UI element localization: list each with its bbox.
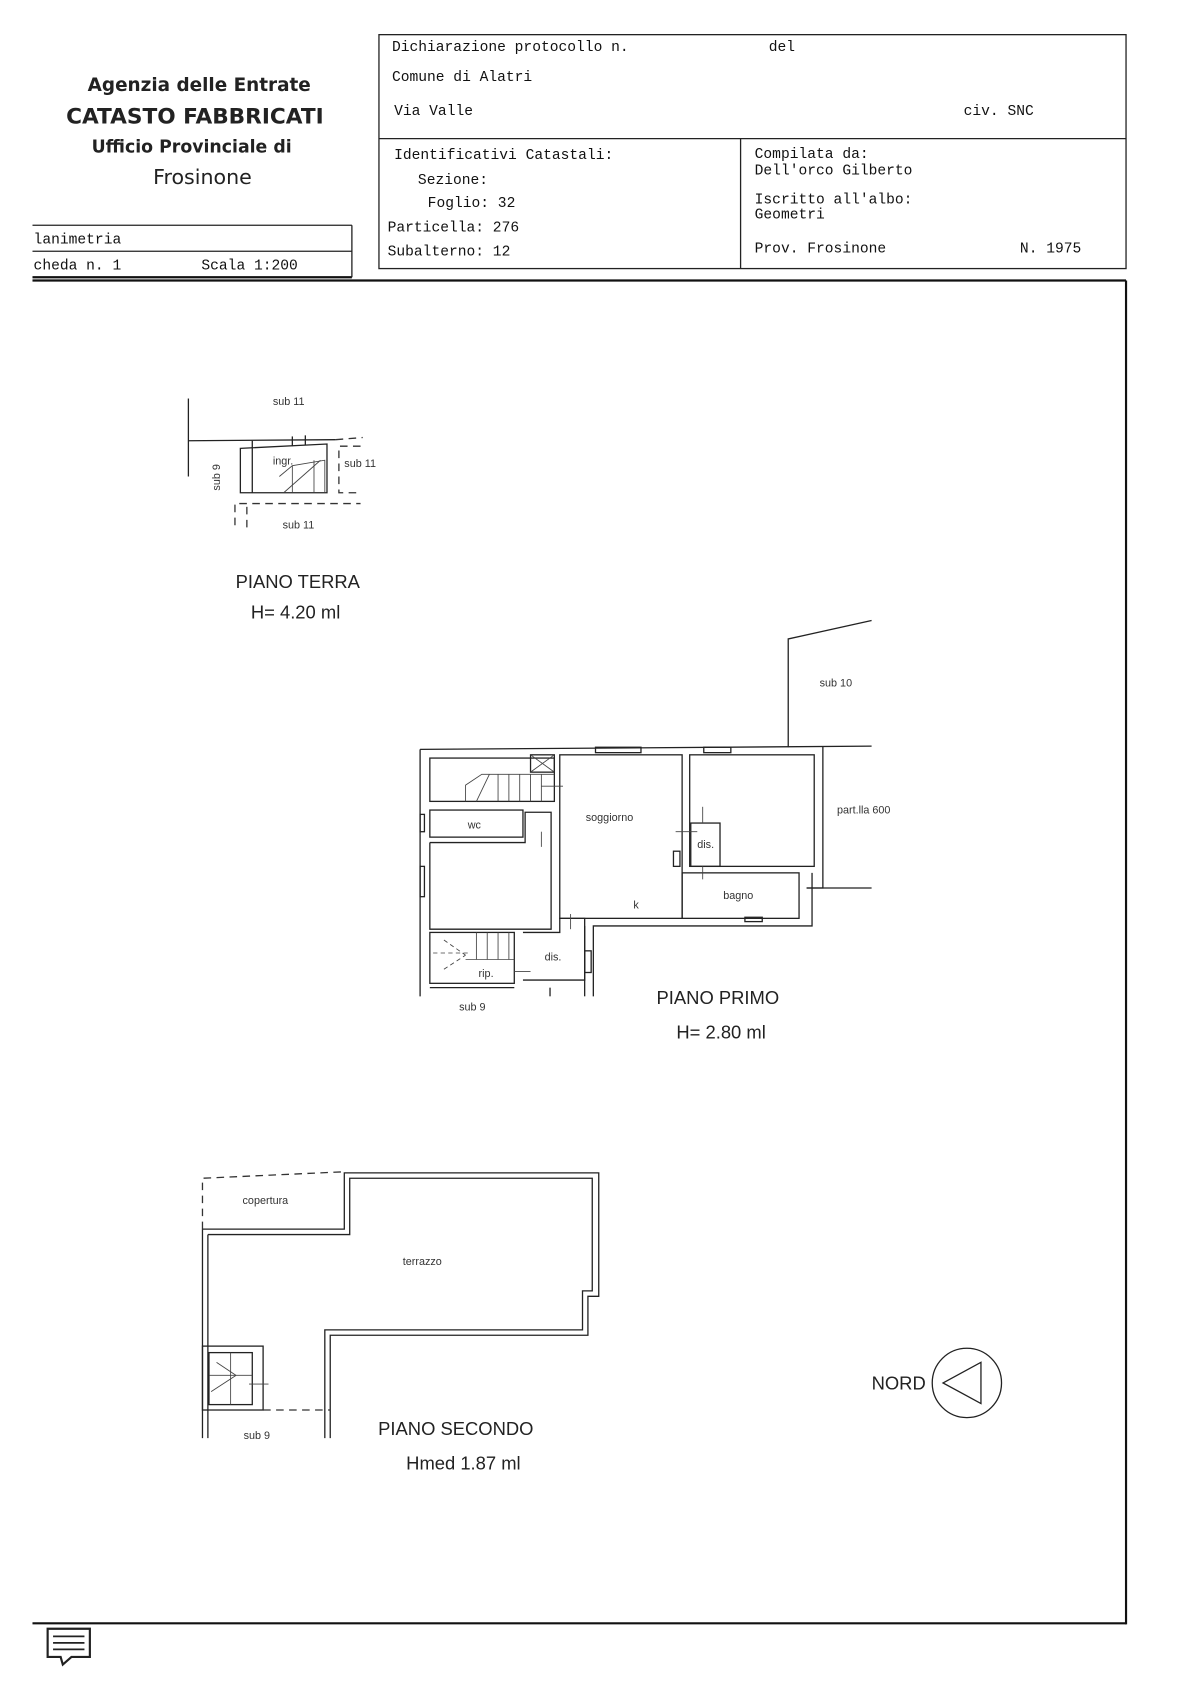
label-partlla-600: part.lla 600 [837, 804, 890, 816]
piano-secondo-plan: copertura terrazzo sub 9 PIANO SECONDO H… [201, 1171, 600, 1474]
scale: Scala 1:200 [201, 259, 297, 275]
del-label: del [769, 40, 795, 56]
label-terrazzo: terrazzo [403, 1256, 442, 1268]
identificativi-title: Identificativi Catastali: [394, 148, 613, 164]
protocollo-label: Dichiarazione protocollo n. [392, 40, 629, 56]
label-sub9: sub 9 [459, 1001, 485, 1013]
drawing-frame [32, 279, 1128, 1625]
label-sub11-right: sub 11 [344, 458, 376, 470]
label-rip: rip. [479, 968, 494, 980]
label-wc: wc [467, 819, 482, 831]
north-circle [931, 1347, 1003, 1419]
piano-primo-height: H= 2.80 ml [676, 1022, 765, 1043]
albo-value: Geometri [755, 208, 825, 224]
office-label: Ufficio Provinciale di [92, 138, 292, 158]
label-bagno: bagno [723, 890, 753, 902]
agency-name: Agenzia delle Entrate [88, 75, 311, 96]
province-name: Frosinone [153, 165, 252, 189]
via: Via Valle [394, 104, 473, 120]
albo-number: N. 1975 [1020, 241, 1081, 257]
prov: Prov. Frosinone [755, 241, 887, 257]
label-sub11-bottom: sub 11 [283, 519, 315, 531]
label-copertura: copertura [243, 1195, 290, 1207]
piano-primo-title: PIANO PRIMO [657, 987, 780, 1008]
label-sub9: sub 9 [211, 464, 223, 490]
label-soggiorno: soggiorno [586, 812, 633, 824]
document-type-box: lanimetria cheda n. 1 Scala 1:200 [32, 224, 353, 279]
label-k: k [633, 900, 639, 912]
piano-primo-plan: soggiorno wc dis. bagno k dis. rip. sub … [419, 619, 890, 1043]
stairs-bottom [433, 932, 515, 970]
piano-terra-title: PIANO TERRA [236, 571, 361, 592]
sezione: Sezione: [418, 173, 488, 189]
piano-terra-height: H= 4.20 ml [251, 601, 340, 622]
comment-list-icon[interactable] [46, 1627, 91, 1667]
piano-terra-plan: sub 11 sub 11 sub 11 sub 9 ingr. PIANO T… [187, 396, 376, 622]
piano-secondo-title: PIANO SECONDO [378, 1418, 533, 1439]
label-ingr: ingr. [273, 456, 293, 468]
header-table: Dichiarazione protocollo n. del Comune d… [378, 34, 1127, 270]
particella: Particella: 276 [388, 221, 520, 237]
agency-heading: Agenzia delle Entrate CATASTO FABBRICATI… [66, 75, 324, 189]
civico: civ. SNC [964, 104, 1034, 120]
north-indicator: NORD [872, 1347, 1003, 1419]
north-arrow-icon [941, 1361, 982, 1405]
stairs-top [465, 773, 555, 802]
foglio: Foglio: 32 [428, 196, 516, 212]
document-type: lanimetria [34, 233, 122, 249]
label-dis-2: dis. [545, 952, 562, 964]
piano-secondo-height: Hmed 1.87 ml [406, 1453, 520, 1474]
label-sub11-top: sub 11 [273, 396, 305, 408]
north-label: NORD [872, 1372, 926, 1393]
compilata-name: Dell'orco Gilberto [755, 163, 913, 179]
compilata-label: Compilata da: [755, 147, 869, 163]
label-sub10: sub 10 [820, 678, 852, 690]
subalterno: Subalterno: 12 [388, 245, 511, 261]
scheda-number: cheda n. 1 [34, 259, 122, 275]
albo-label: Iscritto all'albo: [755, 193, 913, 209]
comune: Comune di Alatri [392, 70, 532, 86]
catasto-title: CATASTO FABBRICATI [66, 104, 324, 129]
label-dis-1: dis. [697, 839, 714, 851]
label-sub9: sub 9 [244, 1430, 270, 1442]
